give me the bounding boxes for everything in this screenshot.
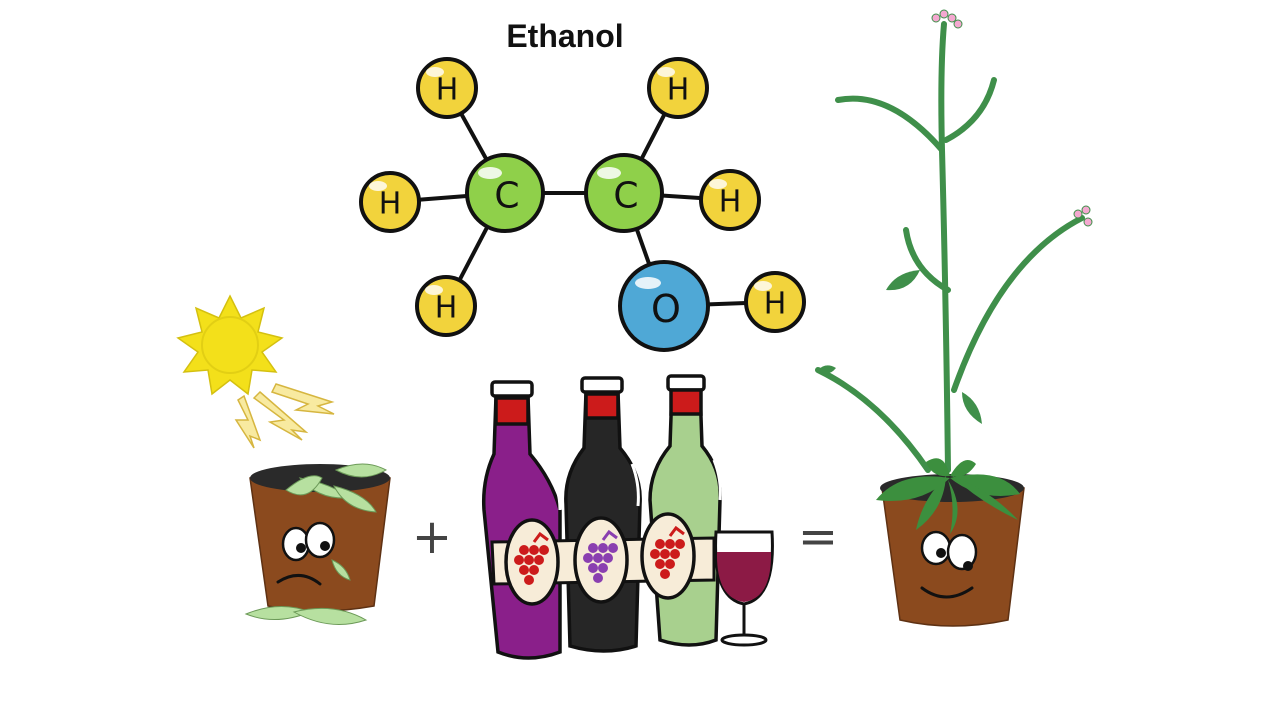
bottle-black-icon <box>564 376 642 653</box>
atom-h3-label: H <box>435 291 458 326</box>
atom-h5: H <box>699 169 761 231</box>
wine-glass-icon <box>714 530 774 647</box>
bottle-purple-icon <box>481 380 562 660</box>
plus-sign: + <box>412 509 452 565</box>
sad-plant <box>244 463 391 625</box>
atom-h4: H <box>647 57 709 119</box>
atom-c1-label: C <box>494 176 519 217</box>
atom-c2: C <box>584 153 664 233</box>
atom-h4-label: H <box>667 73 690 108</box>
sun-rays-icon <box>234 383 335 449</box>
atom-c2-label: C <box>613 176 638 217</box>
sun-icon <box>176 294 284 396</box>
atom-h2-label: H <box>379 187 402 222</box>
atom-h1: H <box>416 57 478 119</box>
diagram-title: Ethanol <box>506 18 624 54</box>
grapes-red-icon-2 <box>650 525 685 579</box>
ethanol-molecule: H H H H H H C <box>359 57 806 352</box>
atom-h6: H <box>744 271 806 333</box>
atom-h5-label: H <box>719 185 742 220</box>
atom-h6-label: H <box>764 287 787 322</box>
happy-plant <box>815 9 1093 627</box>
equals-sign: = <box>798 509 838 565</box>
grapes-red-icon <box>514 531 549 585</box>
flower-buds-icon <box>931 9 1093 227</box>
plant-stems <box>815 21 1085 473</box>
atom-o1-label: O <box>651 287 681 331</box>
grapes-purple-icon <box>583 529 618 583</box>
atom-h3: H <box>415 275 477 337</box>
bottle-green-icon <box>648 374 722 647</box>
wine-bottles <box>481 374 722 660</box>
atom-h2: H <box>359 171 421 233</box>
atom-c1: C <box>465 153 545 233</box>
rosette-leaves <box>876 458 1020 534</box>
atom-h1-label: H <box>436 73 459 108</box>
atom-o1: O <box>618 260 710 352</box>
